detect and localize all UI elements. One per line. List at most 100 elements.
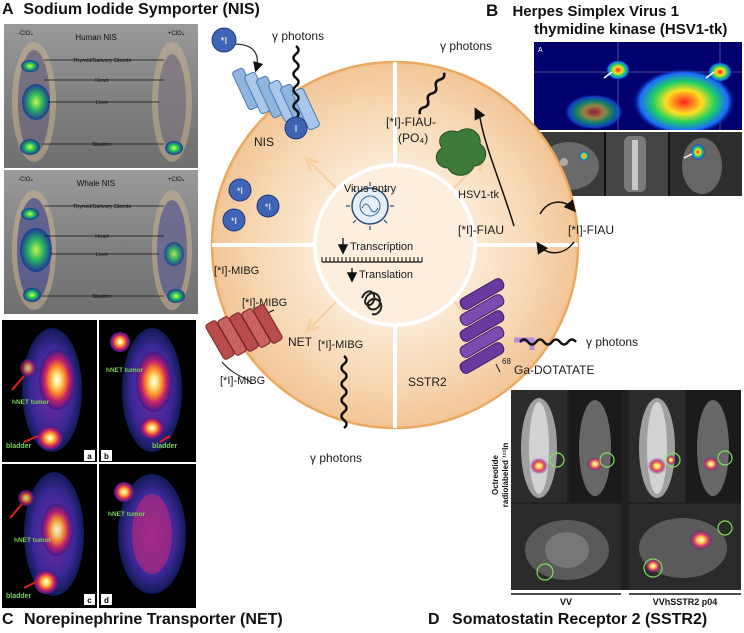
net-bladder-label-b: bladder bbox=[152, 443, 178, 450]
panel-c-header: C Norepinephrine Transporter (NET) bbox=[2, 611, 283, 629]
net-tag-a: a bbox=[87, 452, 92, 461]
sstr2-col-vvhsstr2: VVhSSTR2 p04 bbox=[653, 597, 718, 607]
sstr2-side-label-1: Octreotide bbox=[491, 454, 500, 495]
net-label: NET bbox=[288, 335, 313, 349]
iodide-ion-1-label: *I bbox=[237, 186, 243, 196]
whale-label-thyroid: Thyroid/Salivary Glands bbox=[73, 204, 132, 210]
net-bladder-label-a: bladder bbox=[6, 443, 32, 450]
central-diagram: Virus entry Transcription Translation *I… bbox=[205, 27, 638, 465]
net-bladder-label-c: bladder bbox=[6, 593, 32, 600]
iodide-ion-3 bbox=[222, 208, 246, 232]
whale-nis-title: Whale NIS bbox=[77, 179, 115, 188]
sstr2-gamma-label: γ photons bbox=[586, 335, 638, 349]
iodide-ion-3-label: *I bbox=[231, 216, 237, 226]
panel-b-header: B Herpes Simplex Virus 1 bbox=[486, 1, 679, 21]
sstr2-side-label-2: radiolabeled ¹¹¹In bbox=[501, 443, 510, 508]
hsv-gamma-wave bbox=[418, 72, 446, 115]
hsv1tk-enzyme-icon bbox=[435, 128, 487, 176]
sstr2-label: SSTR2 bbox=[408, 375, 447, 389]
virus-icon bbox=[346, 182, 394, 230]
human-label-liver: Liver bbox=[96, 100, 108, 106]
net-image-grid: hNET tumor bladder a hNET tumor bladder … bbox=[2, 320, 196, 608]
iodide-ion-2 bbox=[256, 194, 280, 218]
panel-d-letter: D bbox=[428, 611, 440, 628]
nis-gamma-label: γ photons bbox=[272, 29, 324, 43]
panel-d-title: Somatostatin Receptor 2 (SSTR2) bbox=[452, 611, 708, 628]
mibg-label-emitting: [*I]-MIBG bbox=[318, 339, 363, 351]
nis-label: NIS bbox=[254, 135, 274, 149]
phosphorylation-arrow bbox=[474, 107, 515, 227]
fiau-po4-label-1: [*I]-FIAU- bbox=[386, 115, 436, 129]
iodide-ion-1 bbox=[228, 178, 252, 202]
panel-c-title: Norepinephrine Transporter (NET) bbox=[24, 611, 283, 628]
iodide-ion-outside bbox=[211, 27, 237, 53]
human-nis-scan: Human NIS -ClO₄ +ClO₄ Thyroid/Salivary G… bbox=[12, 31, 192, 162]
iodide-ion-outside-label: *I bbox=[221, 36, 228, 47]
whale-nis-scan: Whale NIS -ClO₄ +ClO₄ Thyroid/Salivary G… bbox=[12, 177, 192, 310]
iodide-ion-emitting bbox=[284, 116, 308, 140]
fiau-outside-label: [*I]-FIAU bbox=[568, 223, 614, 237]
whale-nis-right: +ClO₄ bbox=[168, 177, 185, 183]
human-label-heart: Heart bbox=[95, 78, 109, 84]
net-gamma-label: γ photons bbox=[310, 451, 362, 465]
sstr2-scans bbox=[511, 390, 741, 590]
mrna-strand bbox=[321, 257, 423, 263]
transcription-label: Transcription bbox=[350, 241, 413, 253]
panel-a-title: Sodium Iodide Symporter (NIS) bbox=[23, 1, 260, 18]
net-gamma-wave bbox=[340, 355, 348, 429]
hsv-gamma-label: γ photons bbox=[440, 39, 492, 53]
iodide-ion-2-label: *I bbox=[265, 202, 271, 212]
panel-c-letter: C bbox=[2, 611, 14, 628]
protein-icon bbox=[361, 290, 383, 316]
panel-b-title-1: Herpes Simplex Virus 1 bbox=[512, 3, 679, 20]
net-scans: hNET tumor bladder a hNET tumor bladder … bbox=[2, 320, 196, 608]
sstr2-receptor-icon bbox=[459, 278, 535, 374]
hsv-image-row-a: A bbox=[534, 42, 742, 130]
dotatate-superscript: 68 bbox=[502, 357, 511, 366]
human-label-bladder: Bladder bbox=[93, 142, 112, 148]
hsv-row-a-label: A bbox=[538, 47, 543, 54]
net-tag-c: c bbox=[87, 596, 92, 605]
iodide-ion-emitting-label: I bbox=[295, 124, 298, 135]
whale-label-liver: Liver bbox=[96, 252, 108, 258]
hsv-scan-a: A bbox=[534, 42, 742, 130]
whale-nis-image: Whale NIS -ClO₄ +ClO₄ Thyroid/Salivary G… bbox=[4, 170, 198, 314]
panel-a-letter: A bbox=[2, 1, 13, 18]
human-nis-left: -ClO₄ bbox=[18, 31, 33, 37]
nis-gamma-wave bbox=[292, 45, 300, 119]
panel-d-header: D Somatostatin Receptor 2 (SSTR2) bbox=[428, 611, 707, 629]
net-tumor-label-c: hNET tumor bbox=[14, 537, 52, 544]
sstr2-col-vv: VV bbox=[560, 597, 572, 607]
panel-b-title-2: thymidine kinase (HSV1-tk) bbox=[534, 21, 728, 38]
sstr2-side-label: Octreotide radiolabeled ¹¹¹In bbox=[489, 400, 511, 550]
hsv1tk-label: HSV1-tk bbox=[458, 189, 499, 201]
human-nis-title: Human NIS bbox=[75, 33, 116, 42]
mibg-label-inside-1: [*I]-MIBG bbox=[214, 265, 259, 277]
dotatate-label: Ga-DOTATATE bbox=[514, 363, 594, 377]
net-tumor-label-a: hNET tumor bbox=[12, 399, 50, 406]
mibg-label-outside: [*I]-MIBG bbox=[220, 375, 265, 387]
net-tag-b: b bbox=[104, 452, 109, 461]
panel-a-header: A Sodium Iodide Symporter (NIS) bbox=[2, 1, 260, 19]
fiau-po4-label-2: (PO₄) bbox=[398, 131, 428, 145]
sstr2-column-labels: VV VVhSSTR2 p04 bbox=[511, 592, 741, 608]
nis-transporter-icon bbox=[232, 67, 320, 131]
sstr2-gamma-wave bbox=[519, 338, 577, 346]
translation-label: Translation bbox=[359, 269, 413, 281]
human-nis-image: Human NIS -ClO₄ +ClO₄ Thyroid/Salivary G… bbox=[4, 24, 198, 168]
net-tumor-label-d: hNET tumor bbox=[108, 511, 146, 518]
sstr2-image-grid bbox=[511, 390, 741, 590]
net-tumor-label-b: hNET tumor bbox=[106, 367, 144, 374]
whale-nis-left: -ClO₄ bbox=[18, 177, 33, 183]
virus-entry-label: Virus entry bbox=[344, 183, 397, 195]
whale-label-heart: Heart bbox=[95, 234, 109, 240]
net-tag-d: d bbox=[104, 596, 109, 605]
human-nis-right: +ClO₄ bbox=[168, 31, 185, 37]
whale-label-bladder: Bladder bbox=[93, 294, 112, 300]
fiau-inside-label: [*I]-FIAU bbox=[458, 223, 504, 237]
mibg-label-inside-2: [*I]-MIBG bbox=[242, 297, 287, 309]
net-transporter-icon bbox=[205, 304, 283, 360]
panel-b-letter: B bbox=[486, 1, 499, 20]
human-label-thyroid: Thyroid/Salivary Glands bbox=[73, 58, 132, 64]
